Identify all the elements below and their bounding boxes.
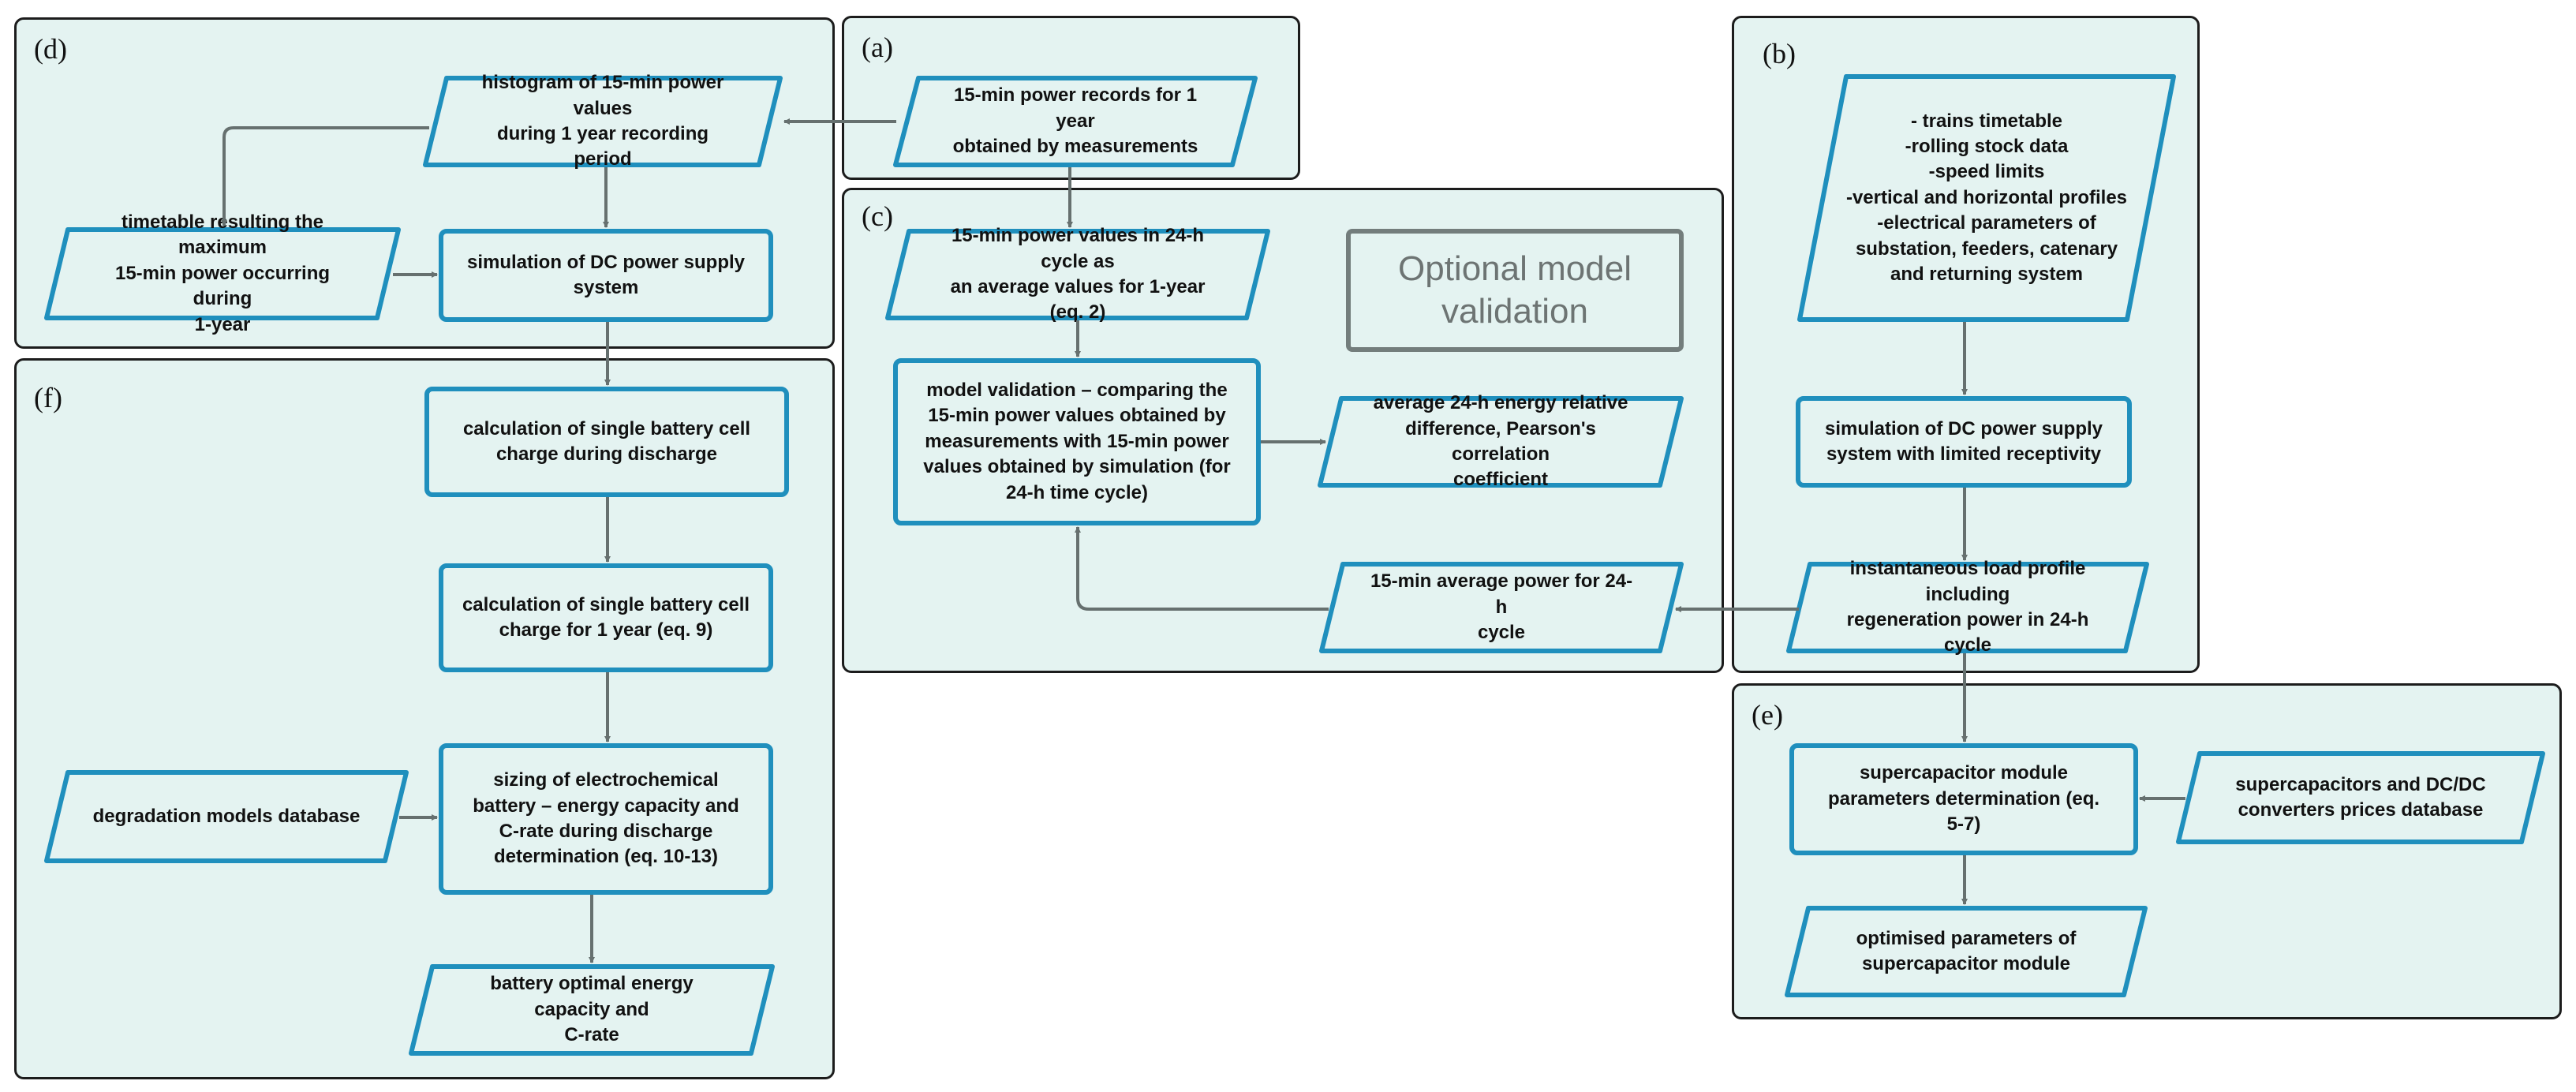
battery-discharge-node: calculation of single battery cell charg…	[424, 387, 789, 497]
arrow-histogram-to-timetable	[221, 126, 429, 226]
power-24h-avg-text: 15-min power values in 24-h cycle as an …	[950, 225, 1206, 323]
energy-diff-text: average 24-h energy relative difference,…	[1373, 392, 1628, 491]
battery-sizing-node: sizing of electrochemical battery – ener…	[439, 743, 773, 895]
power-records-text: 15-min power records for 1 year obtained…	[952, 84, 1198, 158]
dc-sim-limited-node: simulation of DC power supply system wit…	[1796, 396, 2132, 488]
degradation-db-node: degradation models database	[44, 770, 409, 863]
load-profile-text: instantaneous load profile including reg…	[1846, 558, 2089, 656]
panel-a-label: (a)	[862, 32, 893, 63]
model-validation-text: model validation – comparing the 15-min …	[923, 380, 1231, 503]
timetable-max-text: timetable resulting the maximum 15-min p…	[114, 211, 331, 335]
load-profile-node: instantaneous load profile including reg…	[1786, 558, 2149, 656]
sc-optimised-text: optimised parameters of supercapacitor m…	[1856, 927, 2077, 974]
sc-params-text: supercapacitor module parameters determi…	[1827, 762, 2100, 836]
panel-e-label: (e)	[1752, 699, 1783, 731]
battery-1year-text: calculation of single battery cell charg…	[462, 593, 750, 641]
sc-optimised-node: optimised parameters of supercapacitor m…	[1785, 906, 2148, 997]
avg-power-24h-node: 15-min average power for 24-h cycle	[1319, 562, 1684, 653]
inputs-list-node: - trains timetable -rolling stock data -…	[1797, 74, 2176, 322]
dc-sim-node: simulation of DC power supply system	[439, 229, 773, 322]
panel-d-label: (d)	[34, 33, 67, 65]
arrow-avgpower-to-validation	[1075, 526, 1329, 611]
panel-f-label: (f)	[34, 382, 62, 413]
optional-validation-text: Optional model validation	[1398, 249, 1632, 331]
energy-diff-node: average 24-h energy relative difference,…	[1318, 392, 1684, 490]
model-validation-node: model validation – comparing the 15-min …	[893, 358, 1261, 525]
battery-optimal-text: battery optimal energy capacity and C-ra…	[490, 973, 694, 1046]
dc-sim-text: simulation of DC power supply system	[466, 251, 746, 298]
battery-sizing-text: sizing of electrochemical battery – ener…	[473, 769, 739, 868]
dc-sim-limited-text: simulation of DC power supply system wit…	[1824, 417, 2103, 465]
panel-c-label: (c)	[862, 200, 893, 232]
inputs-list-text: - trains timetable -rolling stock data -…	[1845, 110, 2128, 285]
sc-prices-db-node: supercapacitors and DC/DC converters pri…	[2176, 751, 2545, 844]
histogram-text: histogram of 15-min power values during …	[481, 72, 724, 170]
battery-discharge-text: calculation of single battery cell charg…	[462, 417, 751, 465]
panel-b-label: (b)	[1763, 38, 1796, 69]
optional-validation-box: Optional model validation	[1346, 229, 1684, 352]
histogram-node: histogram of 15-min power values during …	[423, 72, 783, 170]
battery-1year-node: calculation of single battery cell charg…	[439, 563, 773, 672]
sc-prices-db-text: supercapacitors and DC/DC converters pri…	[2235, 773, 2486, 821]
power-records-node: 15-min power records for 1 year obtained…	[893, 76, 1258, 167]
avg-power-24h-text: 15-min average power for 24-h cycle	[1370, 570, 1633, 644]
sc-params-node: supercapacitor module parameters determi…	[1789, 743, 2138, 855]
degradation-db-text: degradation models database	[92, 805, 361, 827]
battery-optimal-node: battery optimal energy capacity and C-ra…	[409, 964, 775, 1056]
power-24h-avg-node: 15-min power values in 24-h cycle as an …	[885, 225, 1270, 323]
timetable-max-node: timetable resulting the maximum 15-min p…	[44, 211, 401, 335]
